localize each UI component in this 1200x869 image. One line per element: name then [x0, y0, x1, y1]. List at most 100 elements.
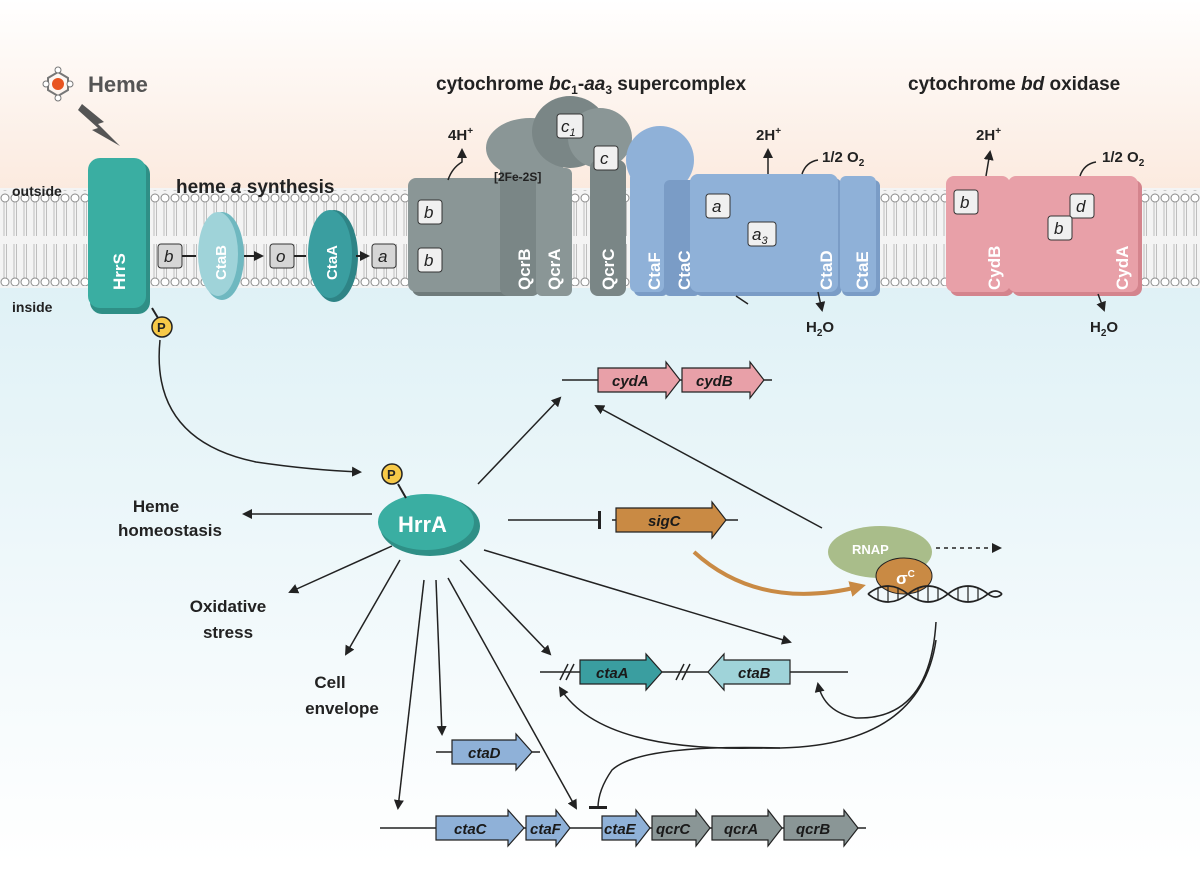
- gene-ctae: ctaE: [601, 808, 651, 848]
- qcrc-label: QcrC: [599, 248, 618, 290]
- gene-ctaa: ctaA: [579, 652, 663, 692]
- cyda-label: CydA: [1113, 246, 1132, 290]
- heme-homeostasis-label-1: Heme: [133, 497, 179, 516]
- heme-c-box: c: [593, 145, 619, 171]
- proton-arrow-bd: [983, 150, 994, 177]
- outside-label: outside: [12, 183, 62, 199]
- arrow-ctaa: [459, 559, 552, 656]
- hrra-phosphate-badge: P: [381, 463, 403, 485]
- cell-envelope-label-2: envelope: [305, 699, 379, 718]
- svg-text:CtaB: CtaB: [213, 245, 230, 280]
- heme-a-box-aa3: a: [705, 193, 731, 219]
- svg-text:qcrB: qcrB: [796, 821, 830, 838]
- gene-qcrc: qcrC: [651, 808, 711, 848]
- svg-text:b: b: [960, 193, 969, 212]
- locus-break-1: [559, 663, 575, 681]
- heme-o-box: o: [269, 243, 295, 269]
- hrra-protein: HrrA: [378, 494, 480, 556]
- ctae-label: CtaE: [853, 251, 872, 290]
- proton-4h-label: 4H+: [448, 126, 473, 144]
- proton-2h-label-bd: 2H+: [976, 126, 1001, 144]
- supercomplex-title: cytochrome bc1-aa3 supercomplex: [436, 74, 747, 97]
- heme-b-box-2: b: [417, 247, 443, 273]
- svg-text:qcrC: qcrC: [656, 821, 691, 838]
- phosphotransfer-arrow: [158, 339, 362, 477]
- ctad-label: CtaD: [817, 250, 836, 290]
- sigc-to-ctab-arrow: [814, 621, 937, 719]
- svg-text:a: a: [378, 247, 387, 266]
- heme-a3-box: a3: [747, 221, 777, 247]
- svg-text:σC: σC: [896, 569, 915, 588]
- gene-qcra: qcrA: [711, 808, 783, 848]
- svg-text:P: P: [157, 320, 166, 335]
- svg-text:ctaE: ctaE: [604, 821, 637, 838]
- inside-label: inside: [12, 299, 53, 315]
- sigc-repression-ctae: [588, 746, 781, 810]
- oxygen-line-bd: [1079, 161, 1097, 177]
- svg-text:b: b: [424, 251, 433, 270]
- svg-text:a: a: [712, 197, 721, 216]
- svg-text:CtaA: CtaA: [324, 245, 341, 280]
- svg-text:cydA: cydA: [612, 373, 649, 390]
- heme-signal-bolt-icon: [78, 104, 120, 146]
- qcra-label: QcrA: [545, 248, 564, 290]
- heme-b-box: b: [157, 243, 183, 269]
- water-label-bd: H2O: [1090, 319, 1118, 339]
- heme-b-box-bd1: b: [953, 189, 979, 215]
- proton-arrow-bc1: [447, 148, 467, 181]
- sigma-factor: σC: [875, 557, 933, 595]
- svg-text:b: b: [164, 247, 173, 266]
- gene-ctaf: ctaF: [525, 808, 571, 848]
- locus-break-2: [675, 663, 691, 681]
- hrra-phospho-stem: [397, 483, 407, 499]
- ctaa-protein: CtaA: [308, 210, 358, 302]
- heme-homeostasis-label-2: homeostasis: [118, 521, 222, 540]
- ctaf-label: CtaF: [645, 252, 664, 290]
- svg-text:ctaC: ctaC: [454, 821, 488, 838]
- heme-a-synthesis-title: heme a synthesis: [176, 177, 334, 198]
- svg-text:RNAP: RNAP: [852, 542, 889, 557]
- svg-text:HrrA: HrrA: [398, 512, 447, 537]
- hrrs-phospho-stem: [151, 307, 159, 319]
- svg-text:HrrS: HrrS: [110, 253, 129, 290]
- svg-text:ctaB: ctaB: [738, 665, 771, 682]
- dna-helix-icon: [867, 585, 1003, 603]
- svg-text:ctaA: ctaA: [596, 665, 629, 682]
- svg-text:ctaF: ctaF: [530, 821, 562, 838]
- bd-oxidase-title: cytochrome bd oxidase: [908, 74, 1120, 95]
- heme-icon: [42, 66, 74, 102]
- svg-text:qcrA: qcrA: [724, 821, 758, 838]
- gene-ctab: ctaB: [707, 652, 791, 692]
- gene-cydb: cydB: [681, 360, 765, 400]
- heme-b-box-1: b: [417, 199, 443, 225]
- svg-text:b: b: [424, 203, 433, 222]
- arrow-cell-envelope: [345, 559, 401, 656]
- svg-text:o: o: [276, 247, 285, 266]
- water-arrow-aa3: [815, 291, 826, 312]
- oxidative-stress-label-2: stress: [203, 623, 253, 642]
- hrrs-phosphate-badge: P: [151, 316, 173, 338]
- heme-label: Heme: [88, 72, 148, 97]
- hrrs-protein: HrrS: [88, 158, 150, 314]
- oxygen-label-aa3: 1/2 O2: [822, 149, 865, 169]
- gene-ctad: ctaD: [451, 732, 533, 772]
- proton-2h-label-aa3: 2H+: [756, 126, 781, 144]
- oxidative-stress-label-1: Oxidative: [190, 597, 267, 616]
- heme-c1-box: c1: [556, 113, 584, 139]
- svg-text:sigC: sigC: [648, 513, 682, 530]
- arrow-ctab: [483, 549, 792, 645]
- arrow-ctac-operon: [393, 579, 425, 810]
- svg-text:c: c: [600, 149, 609, 168]
- gene-ctac: ctaC: [435, 808, 525, 848]
- qcrb-label: QcrB: [515, 248, 534, 290]
- svg-text:c1: c1: [561, 117, 576, 139]
- svg-text:cydB: cydB: [696, 373, 733, 390]
- ctac-label: CtaC: [675, 250, 694, 290]
- svg-text:a3: a3: [752, 225, 768, 247]
- arrow-ctad: [435, 579, 447, 736]
- cydb-label: CydB: [985, 246, 1004, 290]
- gene-qcrb: qcrB: [783, 808, 859, 848]
- ctab-protein: CtaB: [198, 212, 244, 300]
